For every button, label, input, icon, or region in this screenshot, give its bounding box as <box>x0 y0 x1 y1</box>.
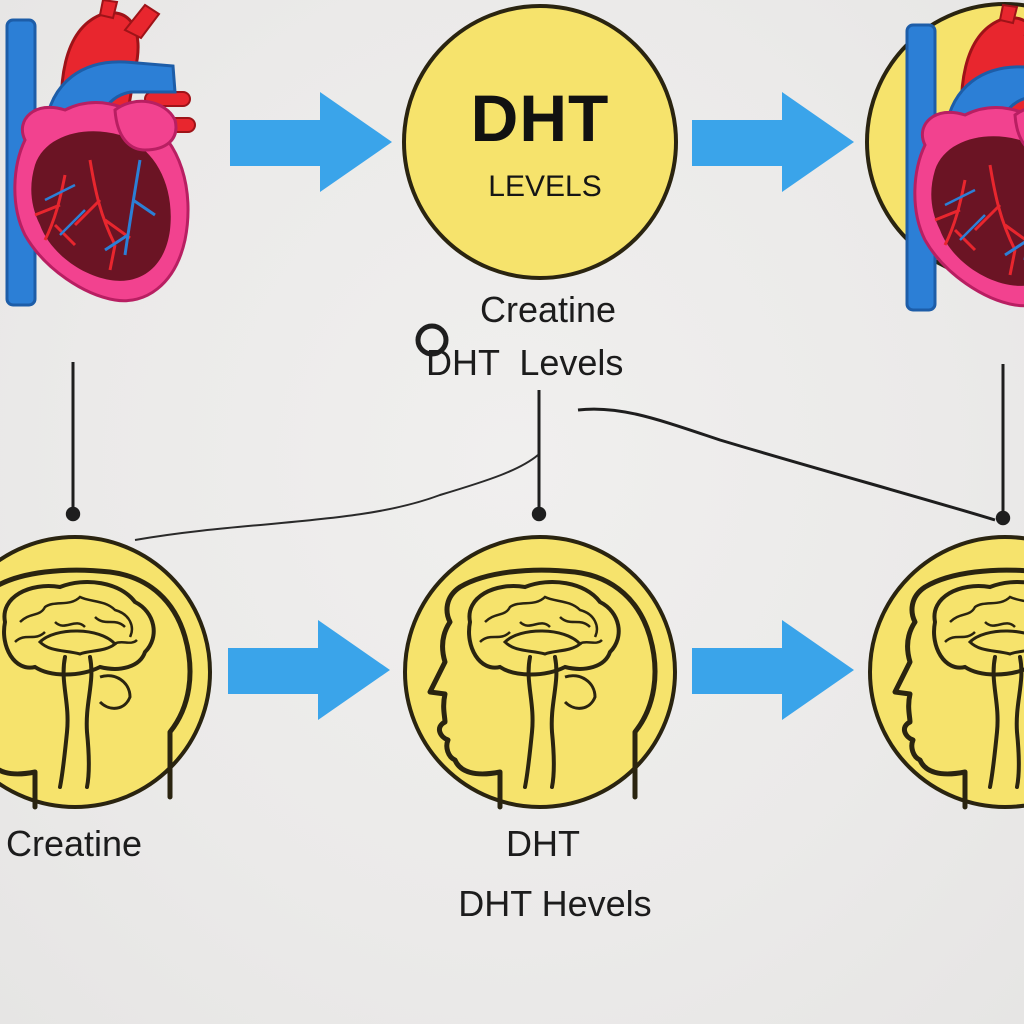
badge-subtitle: LEVELS <box>488 170 602 203</box>
top-caption-line2: DHT Levels <box>426 342 624 383</box>
head-brain-icon-center <box>405 537 675 807</box>
head-brain-icon-right <box>870 537 1024 807</box>
bottom-center-label-line2: DHT Hevels <box>458 883 652 924</box>
ring-mark <box>415 323 449 357</box>
arrow-bottom-left <box>228 620 390 720</box>
connector-lines <box>65 362 1011 541</box>
heart-icon <box>5 0 197 307</box>
bottom-left-label: Creatine <box>6 823 143 864</box>
connector-curve-left <box>134 454 539 541</box>
flow-arrows <box>228 92 854 720</box>
badge-title: DHT <box>470 81 610 155</box>
bottom-center-label-line1: DHT <box>506 823 580 864</box>
top-caption-line1: Creatine <box>479 289 617 330</box>
arrow-top-right <box>692 92 854 192</box>
head-brain-icon-left <box>0 537 210 807</box>
dht-badge <box>402 4 678 280</box>
connector-curve-right <box>577 407 996 522</box>
arrow-bottom-right <box>692 620 854 720</box>
arrow-top-left <box>230 92 392 192</box>
heart-icon-right <box>865 2 1024 312</box>
